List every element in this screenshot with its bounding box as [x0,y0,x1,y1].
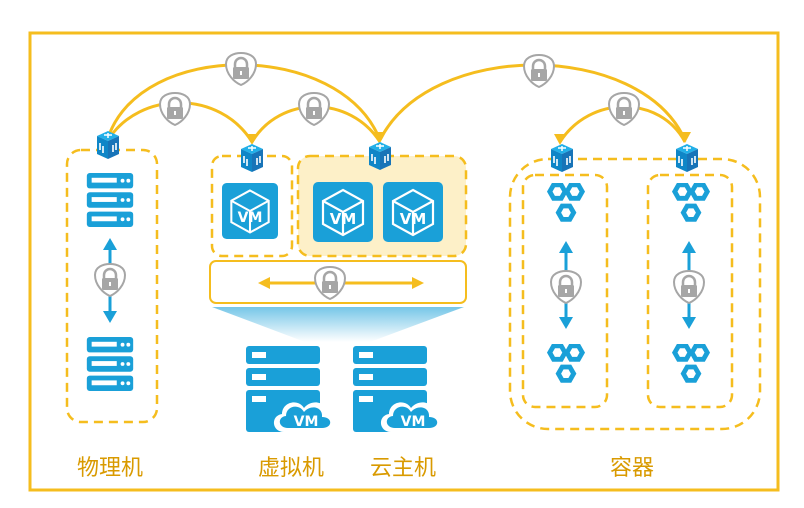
container-hexagon-icon [542,346,582,380]
lock-shield-icon [607,92,641,126]
lock-shield-icon [522,54,556,88]
lock-shield-icon [93,263,127,297]
lock-shield-icon [549,270,583,304]
connection-arcs [106,63,687,143]
arc-arrowheads [246,132,691,145]
router-icon [368,141,392,171]
container-hexagon-icon [542,185,582,219]
svg-text:VM: VM [294,414,319,430]
container-hexagon-icon [667,185,707,219]
svg-text:VM: VM [330,210,357,228]
lock-shield-icon [224,52,258,86]
router-icon [675,143,699,173]
svg-text:VM: VM [401,414,426,430]
server-icon [86,336,134,392]
outer-frame [28,31,780,492]
lock-shield-icon [158,92,192,126]
label-physical-machine: 物理机 [77,456,144,481]
label-virtual-machine: 虚拟机 [258,456,325,481]
vm-cloud-server-icon: VM [246,346,337,432]
container-pod-right [646,173,734,409]
router-icon [240,143,264,173]
label-cloud-host: 云主机 [370,456,437,481]
lock-shield-icon [297,92,331,126]
container-hexagon-icon [667,346,707,380]
vm-cube-icon: VM [383,182,443,242]
server-icon [86,172,134,228]
svg-text:VM: VM [400,210,427,228]
container-group [508,157,762,431]
container-pod-left [521,173,609,409]
svg-text:VM: VM [238,210,263,226]
router-icon [550,143,574,173]
vm-cube-icon: VM [313,182,373,242]
vm-cube-icon: VM [222,183,278,239]
lock-shield-icon [672,270,706,304]
router-icon [96,130,120,160]
vm-cloud-server-icon: VM [353,346,444,432]
label-container: 容器 [610,456,655,481]
projection-beam [212,307,464,342]
